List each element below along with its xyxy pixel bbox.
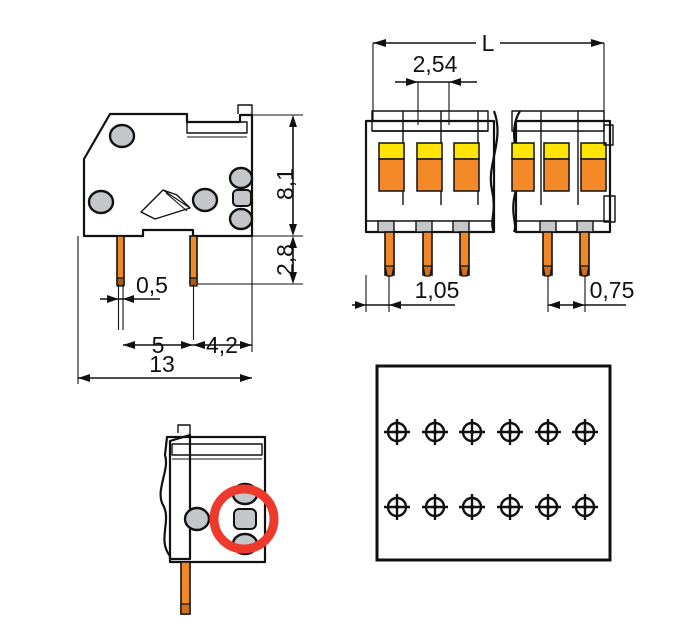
- side-mounting-tab: [237, 104, 253, 122]
- dim-label-pole-pitch: 2,54: [413, 51, 458, 77]
- front-left-foot-1: [377, 220, 395, 233]
- front-pin-L1-tip: [384, 265, 395, 277]
- side-hole-center: [191, 187, 219, 213]
- dim-pole-pitch: 2,54: [395, 51, 477, 86]
- side-hole-right-lower: [228, 207, 254, 231]
- dim-overall-length: L: [373, 30, 604, 56]
- clamp-yellow-1: [378, 142, 405, 160]
- front-right-half: [511, 110, 616, 277]
- front-elevation-view: L 2,54: [352, 30, 634, 312]
- dim-pin-width-left: 1,05: [352, 277, 459, 309]
- detail-highlight-circle: [209, 484, 279, 554]
- detail-top-cap: [171, 443, 263, 456]
- side-elevation-view: 8,1 2,8 0,5 5 4,2: [77, 104, 303, 384]
- pcb-hole-row-top: [384, 419, 598, 445]
- dim-pin-spacing: 5: [123, 332, 193, 358]
- pcb-hole-symbol: [459, 419, 485, 445]
- dim-label-pin-width-left: 1,05: [415, 277, 460, 303]
- break-line-left: [489, 110, 499, 233]
- dim-body-depth: 13: [78, 351, 252, 382]
- dim-pin-width-right: 0,75: [548, 277, 634, 309]
- dim-label-overall-length: L: [482, 30, 495, 56]
- dim-label-body-depth: 13: [149, 351, 175, 377]
- detail-mounting-tab: [177, 424, 191, 440]
- front-right-latch-upper: [603, 124, 614, 146]
- clamp-orange-1: [378, 158, 405, 192]
- side-hole-right-upper: [228, 166, 254, 190]
- side-square-test-point: [232, 189, 252, 207]
- clamp-orange-4: [511, 158, 535, 192]
- clamp-orange-6: [580, 158, 607, 192]
- pcb-hole-symbol: [572, 419, 598, 445]
- front-right-pins: [542, 231, 590, 277]
- front-pin-R1-tip: [542, 265, 553, 277]
- pcb-hole-symbol: [459, 494, 485, 520]
- dim-edge-offset: 4,2: [193, 332, 252, 358]
- front-right-clamps: [511, 142, 607, 192]
- clamp-orange-5: [543, 158, 570, 192]
- side-pin-2-body: [189, 235, 198, 285]
- front-right-latch-lower: [603, 195, 616, 223]
- detail-square-test-point: [233, 508, 257, 530]
- dim-label-pin-thickness: 0,5: [136, 272, 168, 298]
- pcb-hole-symbol: [497, 419, 523, 445]
- dim-height-total: 8,1: [272, 115, 298, 236]
- pcb-hole-symbol: [535, 494, 561, 520]
- side-hole-lower-left: [87, 189, 115, 215]
- front-left-half: [364, 110, 496, 277]
- pcb-hole-row-bottom: [384, 494, 598, 520]
- pcb-hole-symbol: [535, 419, 561, 445]
- front-left-foot-3: [452, 220, 470, 233]
- pcb-drilling-plan: [375, 364, 612, 562]
- side-pins: [116, 235, 198, 340]
- side-slot-edge-a: [162, 189, 191, 209]
- clamp-yellow-5: [543, 142, 570, 160]
- pcb-hole-symbol: [497, 494, 523, 520]
- pcb-hole-symbol: [422, 494, 448, 520]
- pcb-outline: [375, 364, 612, 562]
- clamp-yellow-2: [416, 142, 443, 160]
- detail-pin-tip: [180, 603, 191, 615]
- front-left-clamps: [378, 142, 480, 192]
- pcb-hole-symbol: [422, 419, 448, 445]
- dim-label-pin-spacing: 5: [152, 332, 165, 358]
- detail-housing-body: [159, 435, 267, 564]
- dim-pin-thickness: 0,5: [100, 272, 168, 303]
- clamp-yellow-6: [580, 142, 607, 160]
- dim-label-height-total: 8,1: [272, 168, 298, 200]
- detail-hole-left: [183, 506, 211, 532]
- front-pin-R2-tip: [579, 265, 590, 277]
- side-top-cap: [186, 121, 248, 134]
- front-pin-L2-tip: [422, 265, 433, 277]
- clamp-orange-2: [416, 158, 443, 192]
- dim-label-pin-length: 2,8: [272, 244, 298, 276]
- dim-label-edge-offset: 4,2: [206, 332, 238, 358]
- pcb-hole-symbol: [384, 419, 410, 445]
- side-hole-upper-left: [108, 123, 136, 149]
- dim-label-pin-width-right: 0,75: [590, 277, 635, 303]
- detail-callout-view: [159, 424, 279, 615]
- pcb-hole-symbol: [572, 494, 598, 520]
- side-actuation-slot: [140, 189, 191, 220]
- front-left-foot-2: [415, 220, 433, 233]
- clamp-orange-3: [453, 158, 480, 192]
- front-right-foot-2: [576, 220, 594, 233]
- clamp-yellow-3: [453, 142, 480, 160]
- side-pin-1-body: [116, 235, 125, 285]
- front-pin-L3-tip: [459, 265, 470, 277]
- clamp-yellow-4: [511, 142, 535, 160]
- side-slot-edge-b: [165, 192, 188, 212]
- dim-pin-length: 2,8: [272, 236, 298, 284]
- side-pin-2-tip: [189, 277, 198, 287]
- pcb-hole-symbol: [384, 494, 410, 520]
- front-right-foot-1: [539, 220, 557, 233]
- detail-right-wall: [168, 433, 192, 561]
